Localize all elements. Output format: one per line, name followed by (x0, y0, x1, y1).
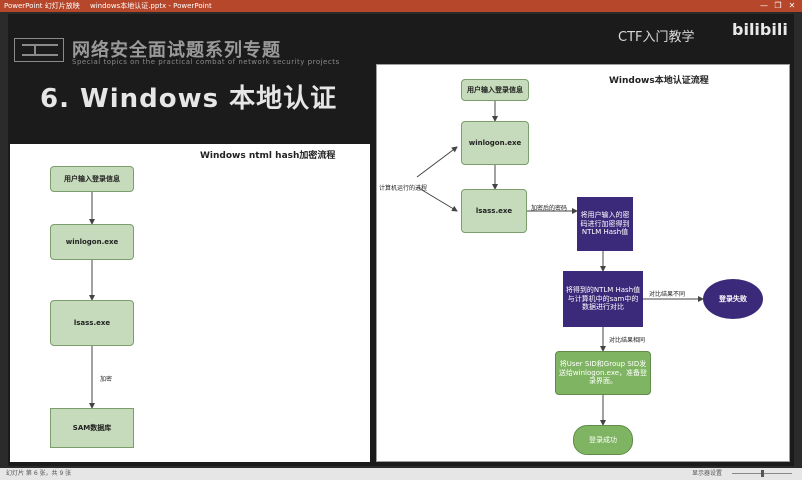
right-panel-title: Windows本地认证流程 (609, 76, 709, 86)
app-label: PowerPoint 幻灯片放映 (4, 2, 80, 10)
compare-hash-node: 将得到的NTLM Hash值与计算机中的sam中的数据进行对比 (563, 271, 643, 327)
left-input-node: 用户输入登录信息 (50, 166, 134, 192)
window-controls: — ❐ ✕ (758, 0, 798, 12)
left-panel-title: Windows ntml hash加密流程 (200, 151, 336, 161)
slide-heading: 6. Windows 本地认证 (40, 84, 338, 114)
left-lsass-node: lsass.exe (50, 300, 134, 346)
status-bar: 幻灯片 第 6 张，共 9 张 显示器设置 (0, 468, 802, 480)
close-button[interactable]: ✕ (788, 1, 796, 10)
encrypted-password-label: 加密后的密码 (531, 205, 568, 212)
series-logo-icon (14, 38, 64, 62)
process-label: 计算机运行的进程 (379, 185, 428, 192)
bilibili-logo: bilibili (732, 20, 788, 39)
right-winlogon-node: winlogon.exe (461, 121, 529, 165)
local-auth-panel: Windows本地认证流程 用户输入登录信息 winlogon.exe 计算机运… (376, 64, 790, 462)
left-winlogon-node: winlogon.exe (50, 224, 134, 260)
left-sam-node: SAM数据库 (50, 408, 134, 448)
display-settings-button[interactable]: 显示器设置 (691, 470, 722, 477)
ntml-hash-panel: Windows ntml hash加密流程 用户输入登录信息 winlogon.… (10, 144, 370, 462)
window-titlebar: PowerPoint 幻灯片放映 windows本地认证.pptx - Powe… (0, 0, 802, 12)
right-input-node: 用户输入登录信息 (461, 79, 529, 101)
same-label: 对比结果相同 (609, 337, 646, 344)
left-flow-arrows (89, 192, 95, 409)
right-lsass-node: lsass.exe (461, 189, 527, 233)
minimize-button[interactable]: — (760, 1, 768, 10)
ntlm-hash-node: 将用户输入的密码进行加密得到NTLM Hash值 (577, 197, 633, 251)
zoom-slider-thumb[interactable] (761, 470, 764, 477)
series-subtitle: Special topics on the practical combat o… (72, 58, 340, 66)
login-failed-node: 登录失败 (703, 279, 763, 319)
slide-counter: 幻灯片 第 6 张，共 9 张 (6, 470, 72, 477)
series-title: 网络安全面试题系列专题 (72, 40, 281, 61)
slide-canvas[interactable]: 网络安全面试题系列专题 Special topics on the practi… (8, 14, 794, 466)
ctf-title: CTF入门教学 (618, 30, 695, 45)
right-flow-arrows (416, 101, 704, 426)
send-sid-node: 将User SID和Group SID发送给winlogon.exe，准备登录界… (555, 351, 651, 395)
differ-label: 对比结果不同 (649, 291, 686, 298)
restore-button[interactable]: ❐ (774, 1, 782, 10)
login-success-node: 登录成功 (573, 425, 633, 455)
encrypt-label: 加密 (100, 376, 113, 383)
document-title: windows本地认证.pptx - PowerPoint (90, 2, 212, 10)
